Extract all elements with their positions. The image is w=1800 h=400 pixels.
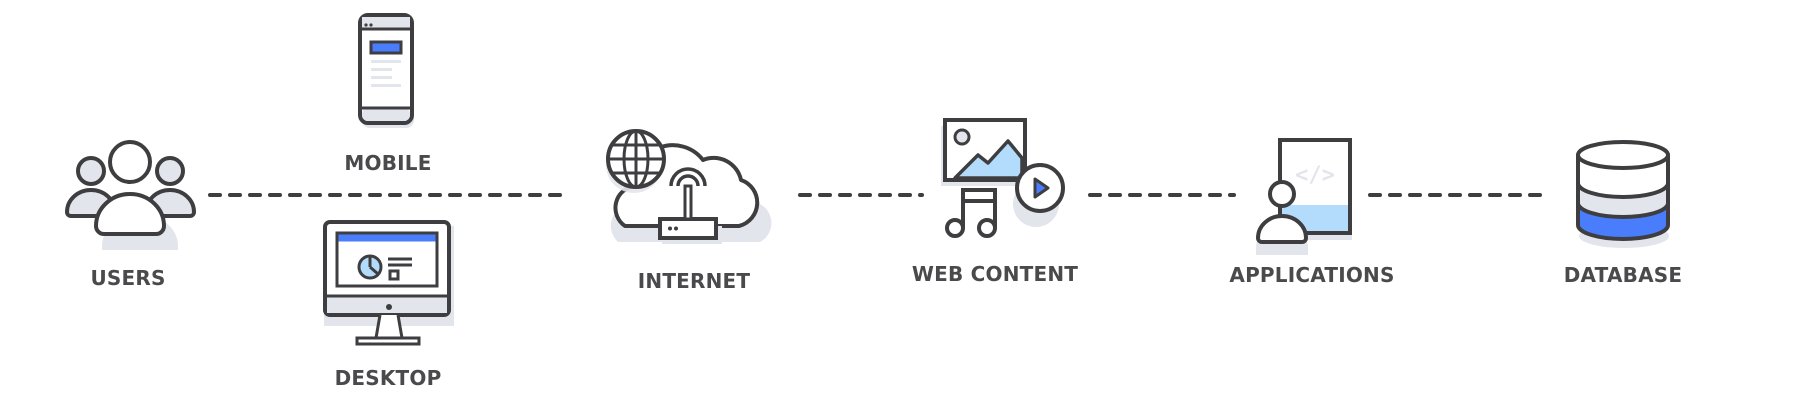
desktop-monitor-icon — [323, 220, 454, 346]
node-label-mobile: MOBILE — [344, 151, 432, 175]
node-label-database: DATABASE — [1563, 263, 1683, 287]
users-icon — [64, 140, 197, 250]
cloud-globe-router-icon — [606, 129, 772, 244]
user-code-document-icon: </> — [1255, 138, 1352, 255]
node-label-internet: INTERNET — [637, 269, 751, 293]
node-label-users: USERS — [90, 266, 166, 290]
media-content-icon — [941, 118, 1065, 238]
database-icon — [1576, 140, 1670, 248]
node-label-web-content: WEB CONTENT — [911, 262, 1079, 286]
mobile-phone-icon — [358, 13, 414, 128]
svg-text:</>: </> — [1295, 163, 1335, 188]
node-label-desktop: DESKTOP — [334, 366, 442, 390]
node-label-applications: APPLICATIONS — [1229, 263, 1395, 287]
